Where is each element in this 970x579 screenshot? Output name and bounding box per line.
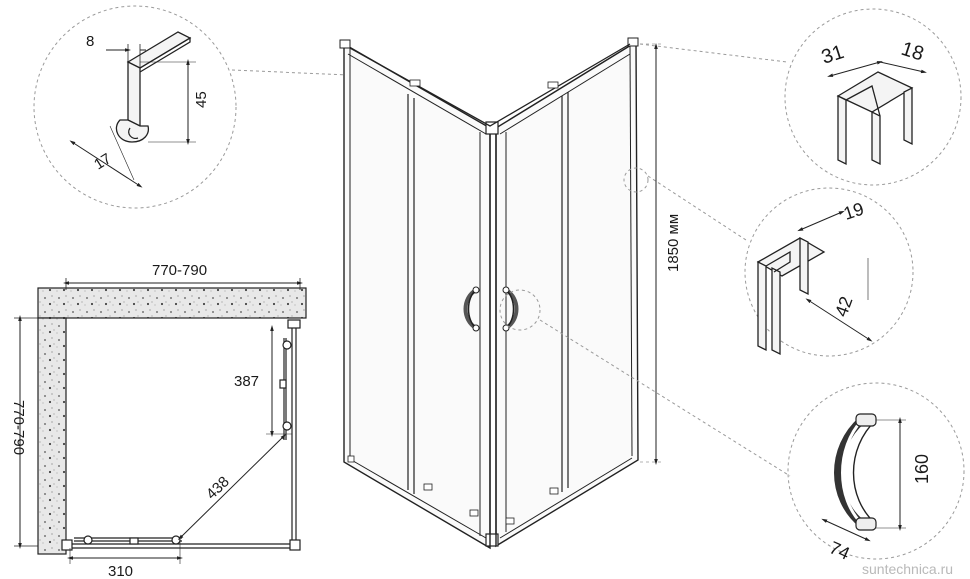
dim-profile-width: 8 [86,33,94,50]
top-profile-drawing [115,31,192,143]
cabin-right-wall [495,37,639,548]
detail-top-profile: 8 45 17 [33,5,237,209]
dim-top-corner-b: 18 [898,38,926,66]
dim-diagonal: 438 [203,473,233,503]
dim-top-corner-a: 31 [819,41,847,69]
dim-door-front: 310 [108,563,133,579]
height-dimension: 1850 мм [640,43,682,465]
dim-profile-height: 45 [193,91,210,108]
dim-door-side: 387 [234,373,259,390]
cabin-left-wall [339,39,491,550]
leader-handle [539,319,791,477]
handle-drawing [834,413,877,531]
plan-shower-outline [61,319,301,551]
dim-wall-profile-width: 42 [831,294,857,320]
cabin-corner-post [485,121,499,547]
dim-handle-depth: 74 [826,537,852,563]
floor-plan: 770-790 770-790 [10,262,307,579]
dim-plan-width: 770-790 [152,262,207,279]
watermark: suntechnica.ru [862,561,953,577]
detail-circle-outline [787,382,965,560]
dim-height: 1850 мм [665,214,682,272]
dim-profile-depth: 17 [91,150,114,173]
detail-top-corner: 31 18 [639,8,962,186]
dim-handle-height: 160 [912,454,932,484]
plan-wall-left [37,317,67,555]
plan-wall-top [37,287,307,319]
detail-circle-outline [744,187,914,357]
top-corner-drawing [836,71,914,166]
wall-profile-drawing [756,236,826,356]
detail-wall-profile: 19 42 [647,175,914,357]
shower-cabin [339,37,649,550]
dim-wall-profile-depth: 19 [841,199,866,224]
cabin-handle-left [463,286,480,332]
dim-plan-depth: 770-790 [10,400,27,455]
leader-wall-profile [647,175,747,241]
detail-circle-outline [784,8,962,186]
leader-top-corner [639,43,788,63]
detail-circle-outline [33,5,237,209]
